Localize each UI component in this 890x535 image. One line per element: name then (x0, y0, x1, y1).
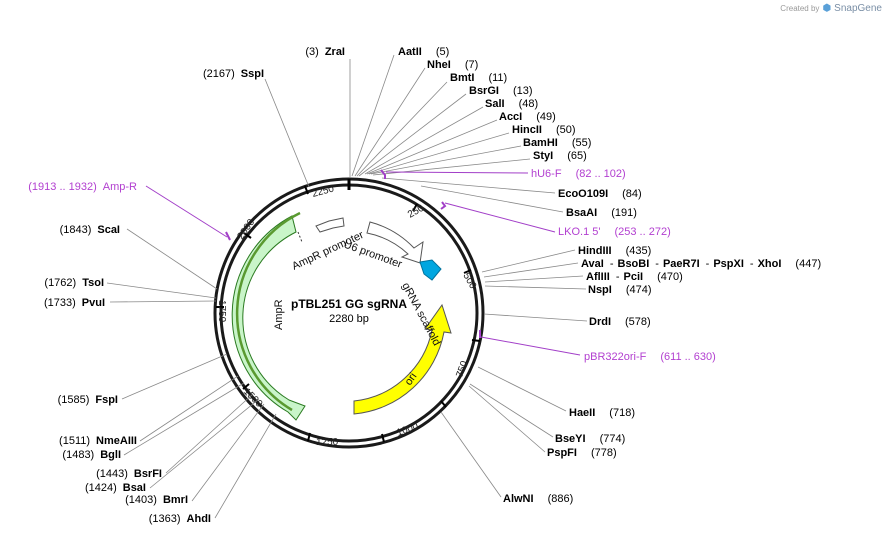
tick-2250: 2250 (311, 183, 336, 199)
site-acci: AccI(49) (499, 111, 556, 123)
feature-arrows (231, 211, 452, 421)
site-bsrfi: (1443)BsrFI (96, 468, 162, 480)
primer-lko1-5: LKO.1 5'(253 .. 272) (558, 226, 671, 238)
site-ahdi: (1363)AhdI (149, 513, 211, 525)
site-aatii: AatII(5) (398, 46, 449, 58)
snapgene-logo-icon: ⬢ (822, 3, 832, 14)
snapgene-credit: Created by ⬢ SnapGene (780, 3, 882, 14)
site-sspi: (2167)SspI (203, 68, 264, 80)
ampr-dash (297, 231, 303, 243)
tick-1000: 1000 (395, 421, 420, 439)
credit-prefix: Created by (780, 4, 820, 13)
site-afliii-group: AflIII-PciI(470) (586, 271, 683, 283)
site-bmri: (1403)BmrI (125, 494, 188, 506)
site-haeii: HaeII(718) (569, 407, 635, 419)
ori-arrow[interactable] (353, 303, 452, 415)
site-pvui: (1733)PvuI (44, 297, 105, 309)
site-sali: SalI(48) (485, 98, 538, 110)
site-scai: (1843)ScaI (60, 224, 120, 236)
ori-label: ori (403, 371, 420, 388)
plasmid-name: pTBL251 GG sgRNA (291, 297, 407, 311)
site-bsai: (1424)BsaI (85, 482, 146, 494)
primer-pbr322ori-f: pBR322ori-F(611 .. 630) (584, 351, 716, 363)
tick-marks (216, 185, 481, 443)
site-labels-right: AatII(5) NheI(7) BmtI(11) BsrGI(13) SalI… (398, 46, 821, 505)
site-nmeaiii: (1511)NmeAIII (59, 435, 137, 447)
tick-250: 250 (406, 203, 426, 221)
ampr-arrow[interactable] (231, 215, 306, 421)
site-pspfi: PspFI(778) (547, 447, 617, 459)
primer-hu6-f: hU6-F(82 .. 102) (531, 168, 626, 180)
tick-1750: 1750 (216, 300, 227, 323)
plasmid-backbone (213, 177, 485, 449)
grna-scaffold-arrow[interactable] (419, 259, 442, 281)
site-bmti: BmtI(11) (450, 72, 507, 84)
primer-labels: hU6-F(82 .. 102) LKO.1 5'(253 .. 272) pB… (28, 168, 716, 363)
ampr-outer-line (235, 211, 301, 412)
site-bsrgi: BsrGI(13) (469, 85, 533, 97)
site-labels-left: (3)ZraI (2167)SspI (1843)ScaI (1762)TsoI… (44, 46, 345, 525)
site-fspi: (1585)FspI (58, 394, 118, 406)
site-bgli: (1483)BglI (62, 449, 121, 461)
site-bsaai: BsaAI(191) (566, 207, 637, 219)
credit-brand: SnapGene (834, 3, 882, 14)
ampr-promoter-arrow[interactable] (315, 217, 345, 233)
site-styi: StyI(65) (533, 150, 587, 162)
primer-marks (145, 169, 581, 356)
site-nhei: NheI(7) (427, 59, 478, 71)
site-drdi: DrdI(578) (589, 316, 651, 328)
ampr-label: AmpR (273, 299, 285, 330)
u6-promoter-arrow[interactable] (366, 221, 424, 264)
site-avai-group: AvaI-BsoBI-PaeR7I-PspXI-XhoI(447) (581, 258, 821, 270)
site-zrai: (3)ZraI (305, 46, 345, 58)
site-hincii: HincII(50) (512, 124, 576, 136)
site-bamhi: BamHI(55) (523, 137, 591, 149)
site-nspi: NspI(474) (588, 284, 652, 296)
primer-amp-r: (1913 .. 1932)Amp-R (28, 181, 137, 193)
tick-1250: 1250 (316, 437, 339, 448)
plasmid-size: 2280 bp (329, 313, 369, 325)
site-tsoi: (1762)TsoI (44, 277, 104, 289)
site-ecoo109i: EcoO109I(84) (558, 188, 642, 200)
site-leader-lines (106, 54, 588, 519)
site-alwni: AlwNI(886) (503, 493, 573, 505)
site-hindiii: HindIII(435) (578, 245, 651, 257)
site-bseyi: BseYI(774) (555, 433, 625, 445)
